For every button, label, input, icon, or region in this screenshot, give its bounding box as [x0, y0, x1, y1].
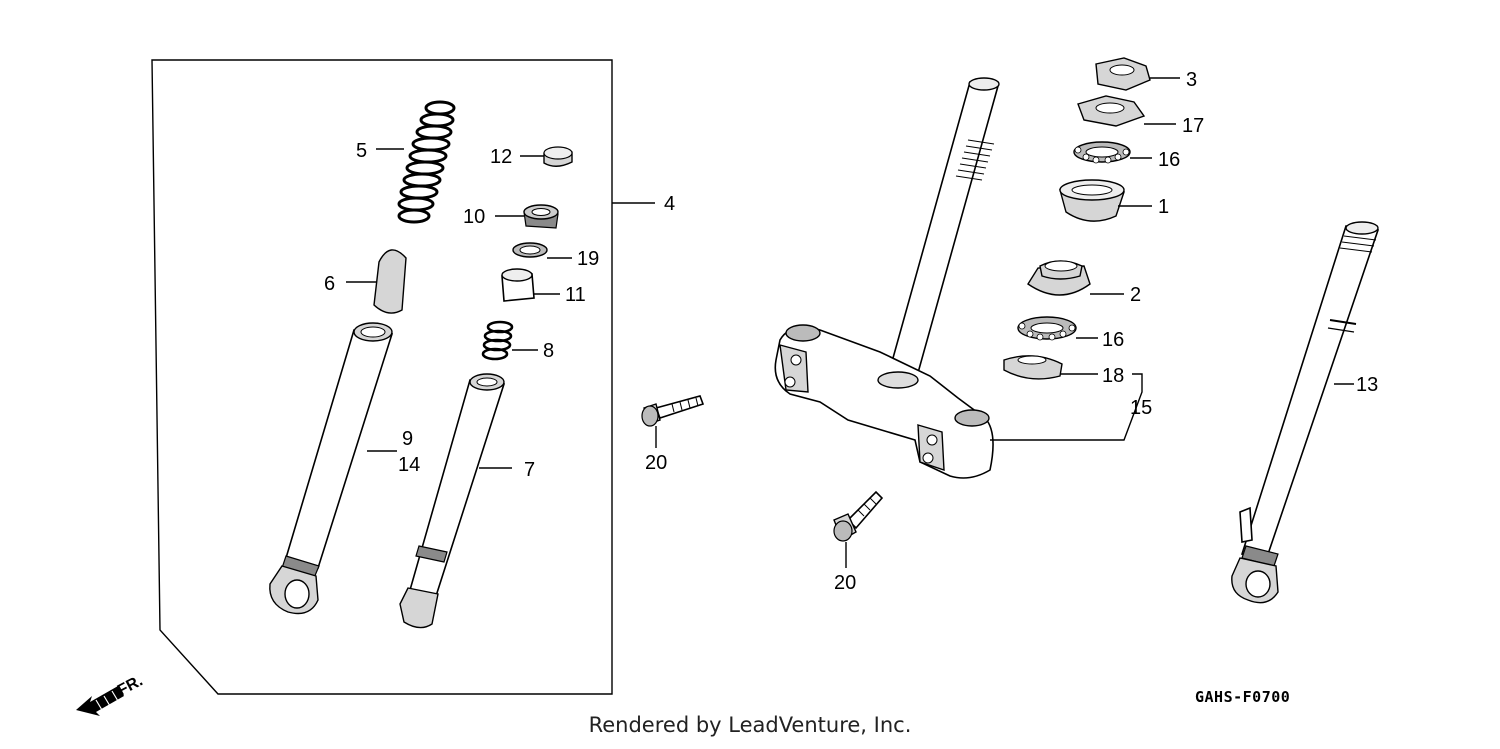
- part-9-fork-slider[interactable]: [269, 322, 394, 615]
- part-20-bolt-upper[interactable]: [641, 395, 705, 427]
- callout-2: 2: [1130, 284, 1141, 306]
- callout-10: 10: [463, 206, 485, 228]
- callout-1: 1: [1158, 196, 1169, 218]
- callout-15: 15: [1130, 397, 1152, 419]
- diagram-code: GAHS-F0700: [1195, 688, 1291, 706]
- callout-20-upper: 20: [645, 452, 667, 474]
- callout-8: 8: [543, 340, 554, 362]
- part-6-stopper[interactable]: [373, 249, 407, 314]
- callout-3: 3: [1186, 69, 1197, 91]
- part-5-spring[interactable]: [397, 100, 458, 227]
- part-1-top-cone-race[interactable]: [1059, 179, 1125, 222]
- part-16-bearing-lower[interactable]: [1017, 316, 1077, 341]
- part-7-fork-pipe[interactable]: [399, 373, 506, 629]
- callout-9: 9: [402, 428, 413, 450]
- part-13-fork-assembly[interactable]: [1231, 221, 1380, 604]
- part-11-bushing[interactable]: [501, 268, 535, 302]
- part-17-lock-nut[interactable]: [1077, 95, 1146, 127]
- callout-7: 7: [524, 459, 535, 481]
- fork-assembly-frame: [151, 59, 613, 695]
- callout-17: 17: [1182, 115, 1204, 137]
- callout-13: 13: [1356, 374, 1378, 396]
- part-16-bearing-upper[interactable]: [1073, 141, 1131, 164]
- part-8-small-spring[interactable]: [481, 320, 514, 361]
- callout-18: 18: [1102, 365, 1124, 387]
- callout-20-lower: 20: [834, 572, 856, 594]
- callout-16-upper: 16: [1158, 149, 1180, 171]
- part-15-steering-stem[interactable]: [774, 77, 1000, 479]
- part-12-cap[interactable]: [543, 146, 573, 167]
- callout-6: 6: [324, 273, 335, 295]
- callout-12: 12: [490, 146, 512, 168]
- part-19-ring[interactable]: [512, 242, 548, 258]
- render-credit: Rendered by LeadVenture, Inc.: [588, 713, 912, 737]
- part-18-dust-seal[interactable]: [1003, 355, 1063, 380]
- part-20-bolt-lower[interactable]: [833, 490, 884, 542]
- callout-14: 14: [398, 454, 420, 476]
- callout-16-lower: 16: [1102, 329, 1124, 351]
- callout-4: 4: [664, 193, 675, 215]
- callout-19: 19: [577, 248, 599, 270]
- part-10-oil-seal[interactable]: [523, 204, 559, 229]
- callout-11: 11: [565, 284, 586, 306]
- front-direction-arrow-icon: [76, 686, 124, 716]
- part-2-ball-race[interactable]: [1027, 260, 1091, 296]
- part-3-nut[interactable]: [1095, 57, 1151, 91]
- callout-5: 5: [356, 140, 367, 162]
